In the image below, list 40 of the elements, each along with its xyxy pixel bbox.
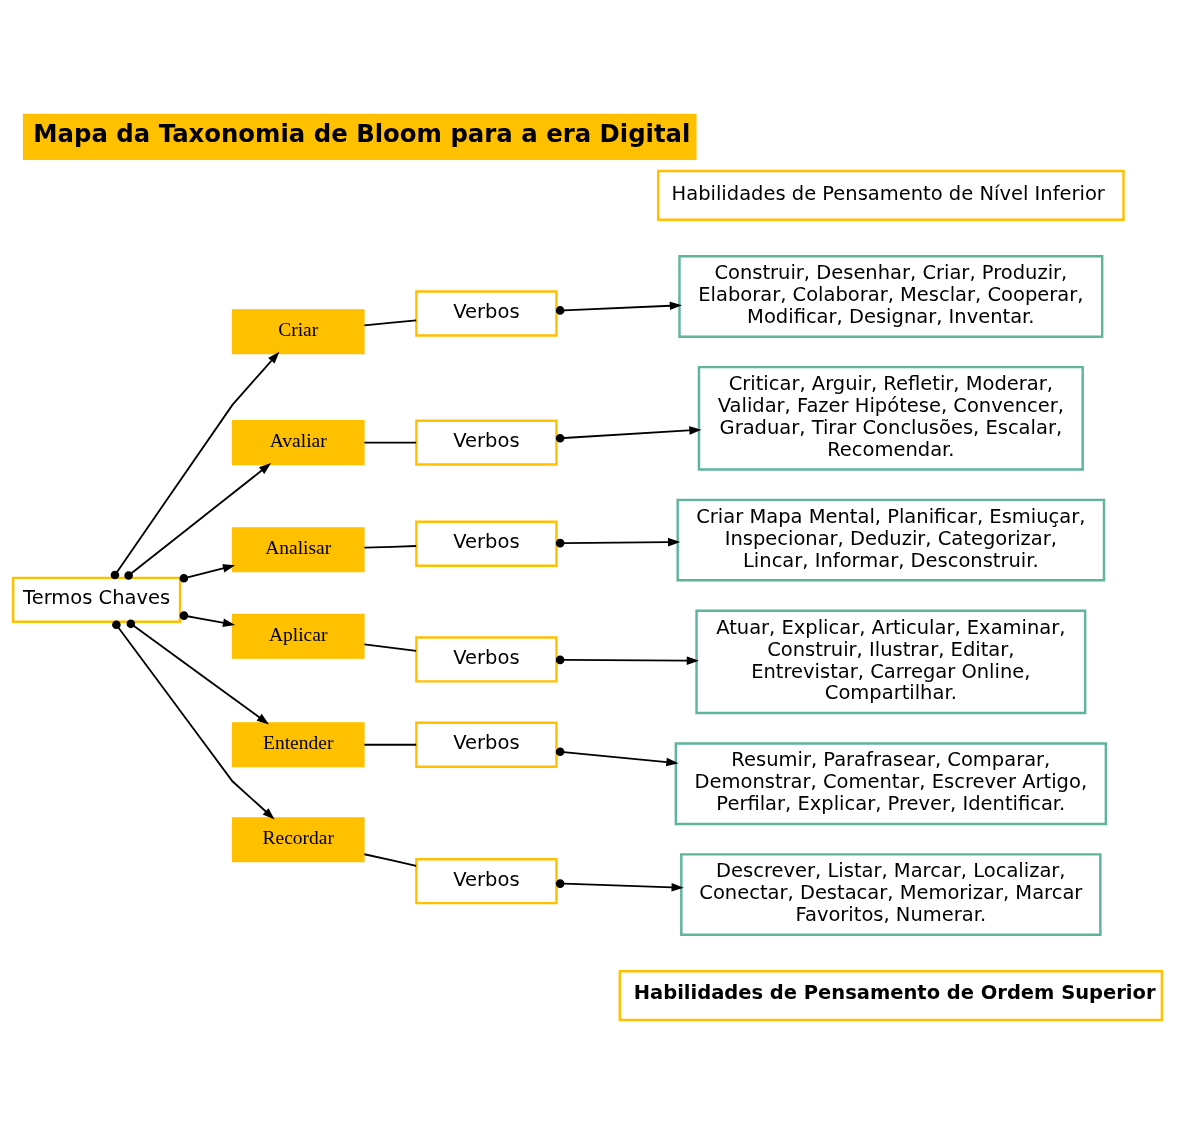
label: Habilidades de Pensamento de Nível Inferior xyxy=(671,181,1105,205)
arrow xyxy=(126,619,270,725)
arrow xyxy=(555,879,684,892)
arrow xyxy=(112,620,275,820)
node-box: Criar xyxy=(231,309,365,355)
node-box: Avaliar xyxy=(231,420,365,466)
node-box: Entender xyxy=(231,722,365,768)
node-box: Verbos xyxy=(415,290,558,337)
connector xyxy=(363,545,418,549)
node-box: Resumir, Parafrasear, Comparar, Demonstrar, Comentar, Escrever Artigo, Perfilar, Explicar, Prever, Identificar. xyxy=(674,742,1108,826)
node-box: Atuar, Explicar, Articular, Examinar, Construir, Ilustrar, Editar, Entrevistar, Carregar Online, Compartilhar. xyxy=(695,609,1087,715)
node-box: Criar Mapa Mental, Planificar, Esmiuçar, Inspecionar, Deduzir, Categorizar, Lincar, Informar, Desconstruir. xyxy=(676,498,1106,582)
connector xyxy=(363,853,418,867)
node-box: Verbos xyxy=(415,721,558,768)
arrow xyxy=(179,564,236,583)
arrow xyxy=(555,655,699,665)
node-box: Analisar xyxy=(231,527,365,573)
arrow xyxy=(124,463,272,580)
connector xyxy=(363,441,418,444)
node-box: Verbos xyxy=(415,419,558,466)
connector xyxy=(363,319,418,327)
diagram-title: Mapa da Taxonomia de Bloom para a era Digital xyxy=(33,118,691,148)
node-box: Recordar xyxy=(231,817,365,863)
label: Habilidades de Pensamento de Ordem Superior xyxy=(633,981,1156,1005)
node-box: Descrever, Listar, Marcar, Localizar, Conectar, Destacar, Memorizar, Marcar Favoritos, Numerar. xyxy=(680,853,1102,936)
node-box: Termos Chaves xyxy=(11,576,182,623)
connector xyxy=(363,743,418,746)
node-box: Verbos xyxy=(415,636,558,683)
arrow xyxy=(179,611,236,627)
connector xyxy=(363,643,418,652)
node-box: Verbos xyxy=(415,520,558,567)
arrow xyxy=(555,426,702,443)
node-box: Construir, Desenhar, Criar, Produzir, Elaborar, Colaborar, Mesclar, Cooperar, Modificar, Designar, Inventar. xyxy=(678,255,1104,338)
node-box: Aplicar xyxy=(231,613,365,659)
arrow xyxy=(555,747,679,767)
arrow xyxy=(555,301,682,315)
node-box: Criticar, Arguir, Refletir, Moderar, Validar, Fazer Hipótese, Convencer, Graduar, Tirar Conclusões, Escalar, Recomendar. xyxy=(697,365,1084,471)
node-box: Verbos xyxy=(415,858,558,905)
arrow xyxy=(555,537,681,548)
arrow xyxy=(110,351,280,580)
